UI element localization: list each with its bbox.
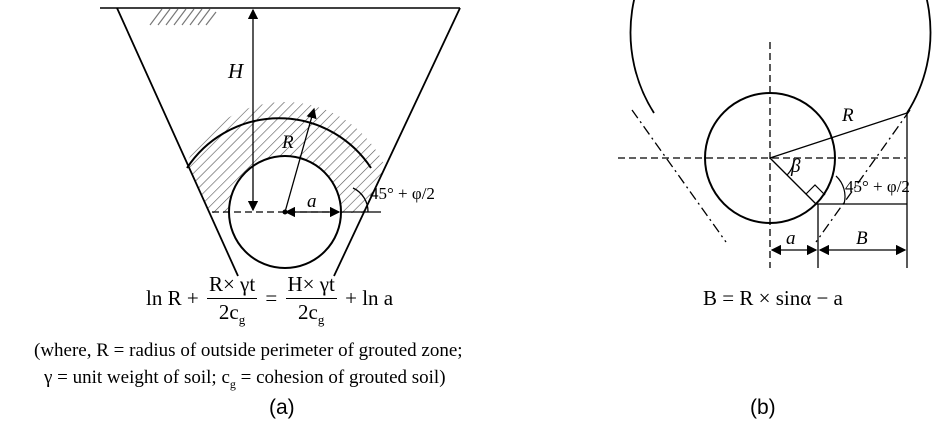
tunnel-center-point bbox=[282, 209, 288, 215]
trench-wall-right bbox=[333, 7, 461, 277]
radius-to-tangent bbox=[769, 157, 817, 205]
ground-hatch-symbol bbox=[149, 8, 217, 26]
note-line-2: γ = unit weight of soil; cg = cohesion o… bbox=[44, 367, 446, 391]
equation-ln-a: ln a bbox=[362, 285, 394, 310]
R-radius-arrow bbox=[284, 107, 317, 213]
equation-b: B = R × sinα − a bbox=[703, 286, 843, 310]
lhs-denominator: 2cg bbox=[218, 300, 246, 328]
lhs-numerator: R× γt bbox=[206, 272, 258, 299]
caption-a: (a) bbox=[269, 396, 295, 419]
B-label: B bbox=[856, 228, 868, 249]
outer-arc bbox=[629, 0, 932, 114]
R-line bbox=[769, 112, 908, 159]
a-label-b: a bbox=[786, 228, 796, 249]
rhs-denominator: 2cg bbox=[298, 300, 325, 328]
R-label-b: R bbox=[841, 105, 854, 126]
a-label: a bbox=[307, 191, 317, 212]
beta-label: β bbox=[790, 156, 801, 177]
equation-plus: + bbox=[186, 285, 199, 310]
angle-arc-b bbox=[835, 175, 846, 205]
tunnel-circle-b bbox=[704, 92, 836, 224]
panel-a-figure: H R a 45° + φ/2 bbox=[100, 7, 461, 277]
caption-b: (b) bbox=[750, 396, 776, 419]
failure-line-right bbox=[815, 109, 911, 243]
equation-plus-2: + bbox=[345, 285, 357, 310]
failure-line-left bbox=[631, 109, 727, 243]
angle-label: 45° + φ/2 bbox=[370, 184, 435, 203]
equation-lhs-fraction: R× γt 2cg bbox=[206, 272, 258, 328]
rhs-numerator: H× γt bbox=[285, 272, 337, 299]
equation-ln-R: ln R bbox=[146, 285, 182, 310]
equation-rhs-fraction: H× γt 2cg bbox=[285, 272, 337, 328]
equation-equals: = bbox=[265, 285, 278, 310]
angle-label-b: 45° + φ/2 bbox=[845, 177, 910, 196]
H-label: H bbox=[227, 59, 245, 83]
note-line-1: (where, R = radius of outside perimeter … bbox=[34, 340, 463, 361]
grouted-zone-outline bbox=[186, 117, 372, 169]
angle-arc bbox=[352, 187, 369, 213]
trench-wall-left bbox=[116, 7, 239, 277]
beta-arc bbox=[786, 157, 795, 176]
panel-b-figure: R β 45° + φ/2 a B bbox=[618, 0, 932, 268]
right-angle-marker bbox=[805, 184, 826, 196]
equation-a: ln R + R× γt 2cg = H× γt 2cg + ln a bbox=[146, 272, 393, 328]
R-label: R bbox=[281, 132, 294, 153]
